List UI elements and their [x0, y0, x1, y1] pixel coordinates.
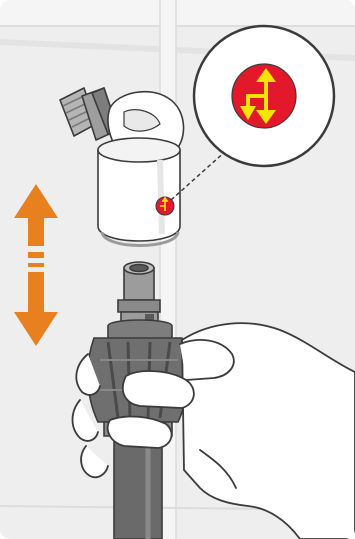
hose	[114, 436, 162, 539]
magnifier-callout	[194, 26, 334, 166]
valve-head	[98, 138, 180, 246]
